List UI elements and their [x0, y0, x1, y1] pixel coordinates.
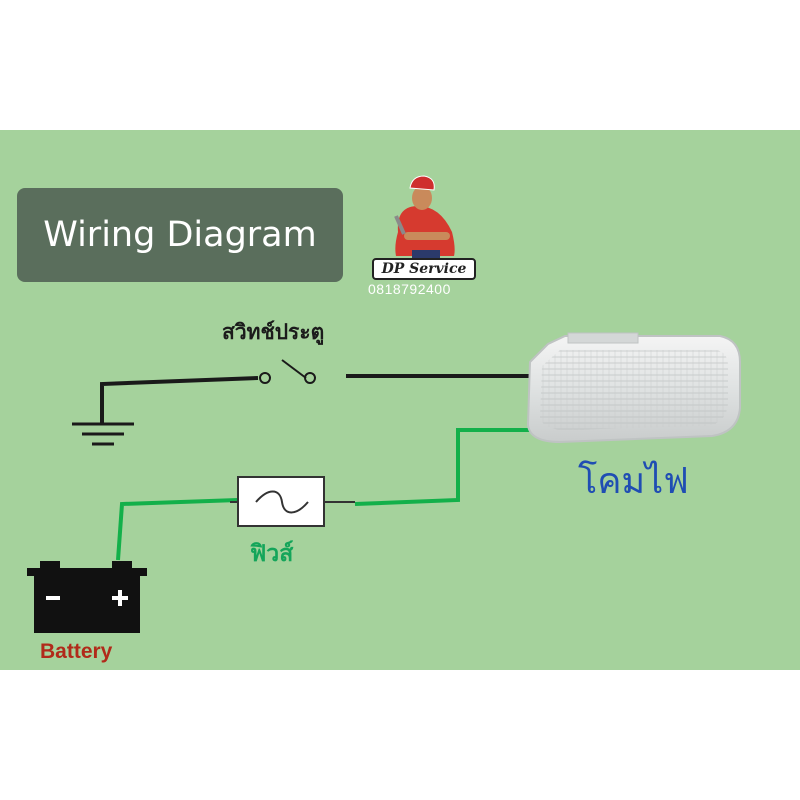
- door-switch-label: สวิทช์ประตู: [222, 320, 325, 344]
- ground-wire: [100, 376, 259, 424]
- battery-to-fuse-wire: [116, 498, 239, 561]
- fuse-to-lamp-wire: [354, 428, 530, 506]
- logo-phone-number: 0818792400: [368, 281, 451, 297]
- service-mascot-logo: [394, 175, 455, 258]
- lamp-icon: [526, 332, 741, 444]
- fuse-symbol: [230, 476, 355, 527]
- battery-label: Battery: [40, 640, 113, 663]
- ground-circuit: [72, 359, 532, 446]
- switch-lever: [281, 359, 307, 379]
- diagram-title: Wiring Diagram: [17, 188, 343, 282]
- fuse-label: ฟิวส์: [250, 541, 294, 567]
- power-circuit: [116, 428, 530, 561]
- logo-brand-name: DP Service: [372, 258, 476, 280]
- lamp-label: โคมไฟ: [578, 461, 689, 502]
- switch-contact-left: [259, 372, 271, 384]
- battery-icon: [27, 561, 147, 633]
- switch-contact-right: [304, 372, 316, 384]
